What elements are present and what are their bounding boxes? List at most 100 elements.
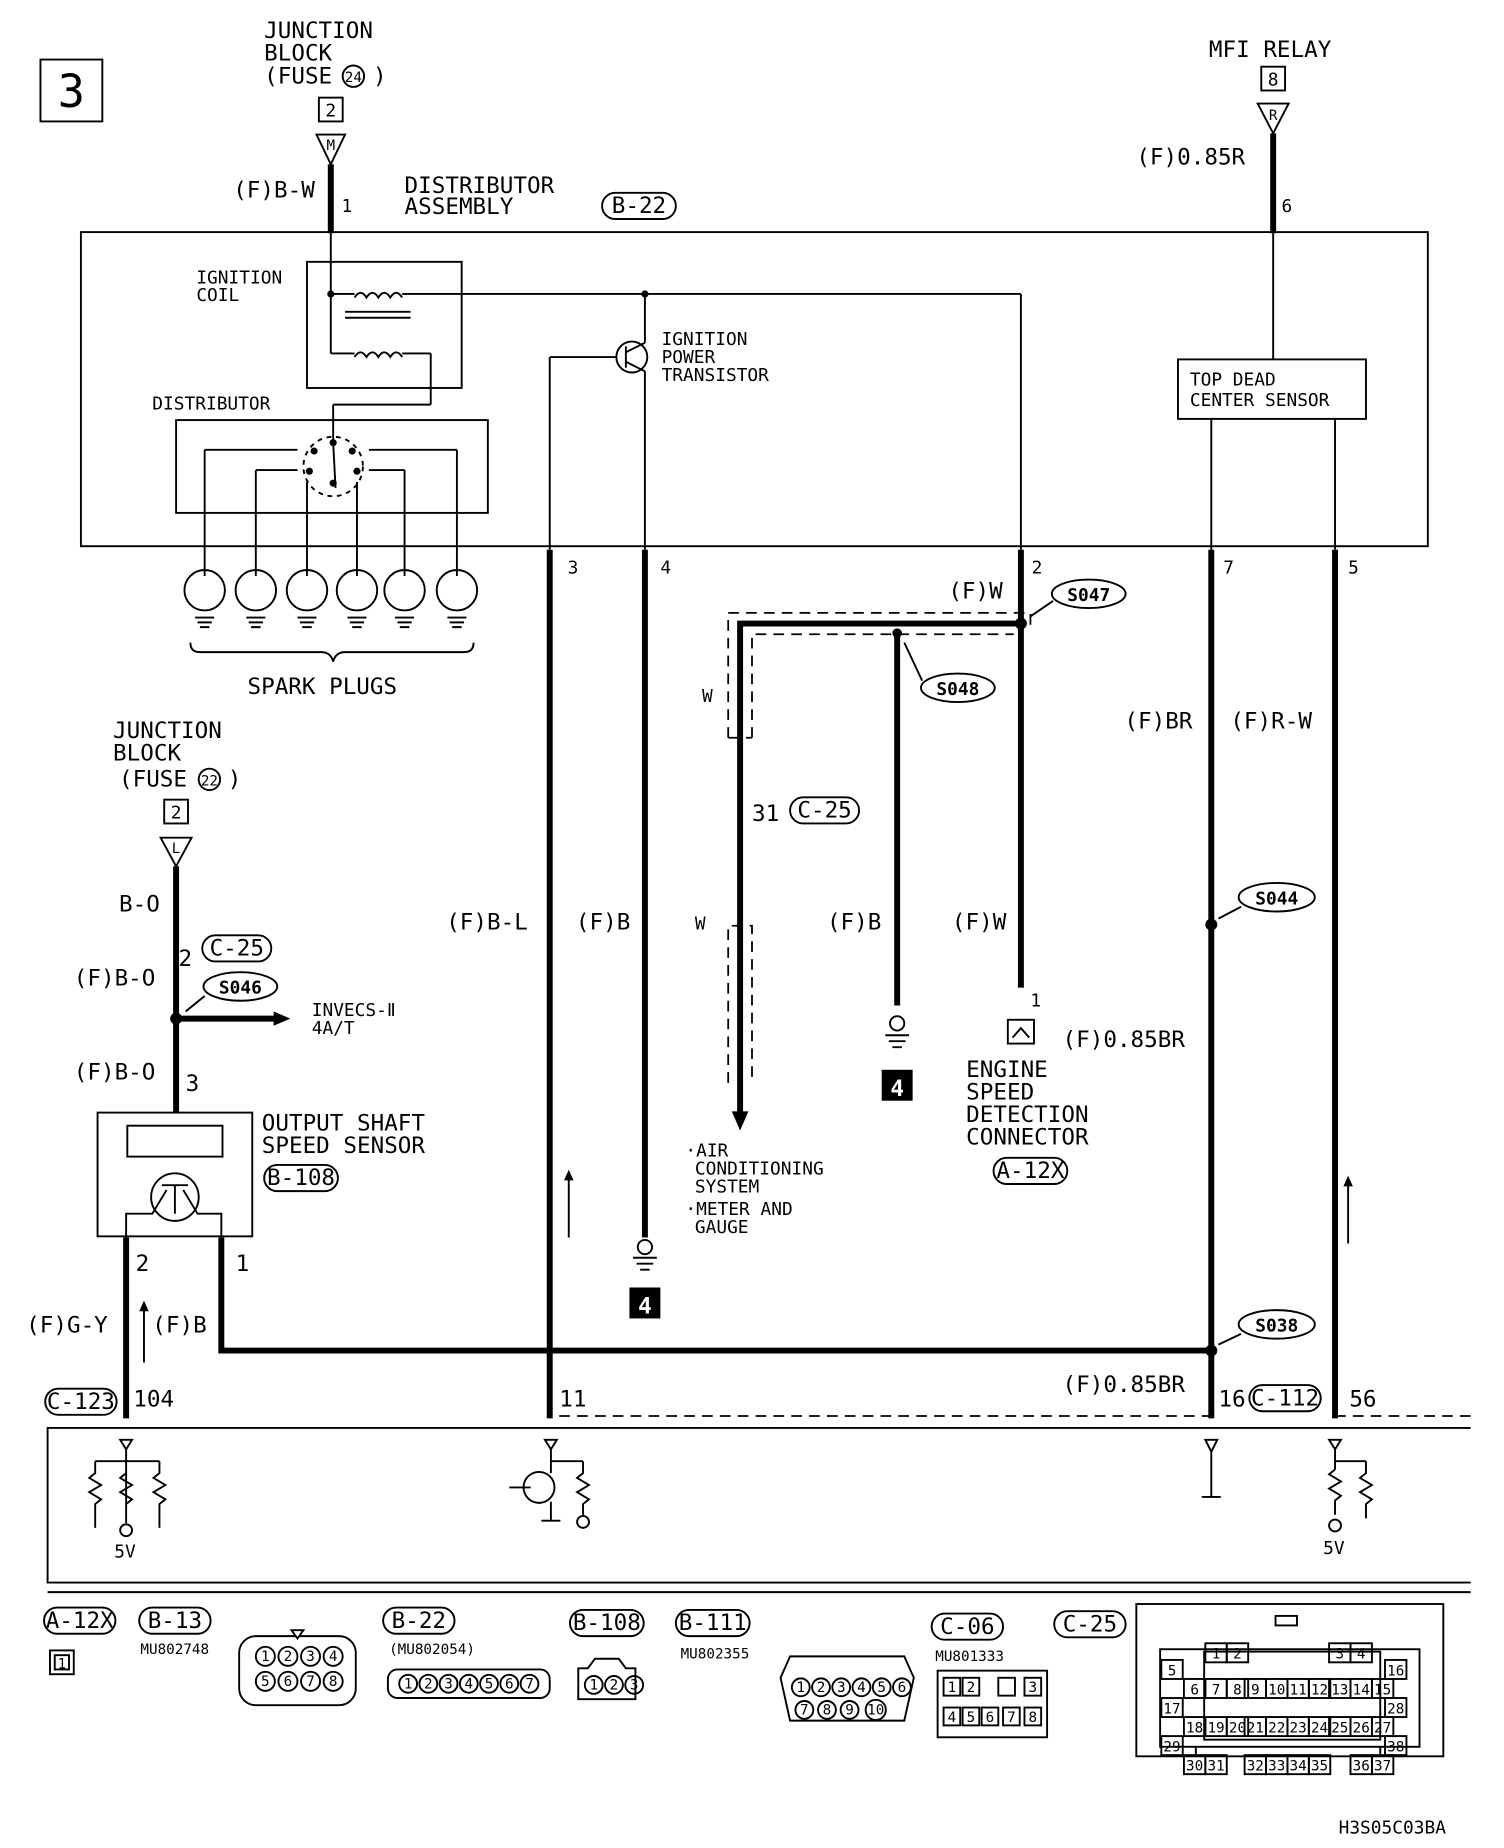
c06-pin: 3 — [1029, 1680, 1038, 1696]
legend-a12x-label: A-12X — [46, 1608, 114, 1634]
legend-c06-label: C-06 — [940, 1614, 994, 1640]
conn-b108-ref: B-108 — [267, 1165, 335, 1191]
c25-pin: 22 — [1268, 1721, 1285, 1737]
label-fgy: (F)G-Y — [26, 1313, 108, 1339]
c25-pin: 15 — [1374, 1682, 1391, 1698]
b111-pin: 6 — [898, 1680, 907, 1696]
b13-pin: 7 — [306, 1674, 315, 1690]
legend-b111-label: B-111 — [679, 1610, 747, 1636]
b13-pin: 1 — [261, 1649, 270, 1665]
conn-c123-ref: C-123 — [47, 1389, 115, 1415]
c06-pin: 8 — [1029, 1710, 1038, 1726]
label-fbw-top: (F)B-W — [233, 178, 315, 204]
drawing-code: H3S05C03BA — [1339, 1818, 1447, 1839]
c25-pin: 6 — [1190, 1682, 1199, 1698]
c25-pin: 31 — [1207, 1759, 1224, 1775]
b13-pin: 8 — [329, 1674, 338, 1690]
label-fw-mid: (F)W — [952, 909, 1007, 935]
ground-left: 4 — [629, 1238, 661, 1320]
ac-line5: GAUGE — [695, 1217, 749, 1238]
c25-pin: 10 — [1268, 1682, 1285, 1698]
pin-7: 7 — [1223, 558, 1234, 579]
b108-pin: 3 — [630, 1678, 639, 1694]
ecm-5v-right: 5V — [1323, 1538, 1345, 1559]
splice-s038: S038 — [1218, 1309, 1316, 1346]
ground-ref-2: 4 — [638, 1294, 652, 1320]
c25-pin: 25 — [1331, 1721, 1348, 1737]
b13-pin: 3 — [306, 1649, 315, 1665]
legend-c25-label: C-25 — [1063, 1611, 1117, 1637]
spark-plugs-label: SPARK PLUGS — [247, 674, 397, 700]
fuse-22-number: 22 — [201, 773, 218, 789]
jb22-line2: BLOCK — [113, 740, 181, 766]
c25-pin: 38 — [1387, 1740, 1404, 1756]
c25-pin: 16 — [1387, 1663, 1404, 1679]
label-fbr: (F)BR — [1124, 708, 1192, 734]
c25-pin: 28 — [1387, 1701, 1404, 1717]
c25-pin: 29 — [1163, 1740, 1180, 1756]
fuse-24-number: 24 — [345, 70, 362, 86]
pin-2-c25: 2 — [178, 946, 192, 972]
s046-text: S046 — [219, 978, 262, 999]
b111-pin: 1 — [796, 1680, 805, 1696]
b22-pin: 6 — [505, 1676, 514, 1692]
ipt-line1: IGNITION — [662, 329, 748, 350]
b111-pin: 9 — [845, 1703, 854, 1719]
esd-line4: CONNECTOR — [966, 1125, 1089, 1151]
c25-pin: 14 — [1353, 1682, 1370, 1698]
c25-pin: 18 — [1186, 1721, 1203, 1737]
pin-5: 5 — [1348, 558, 1359, 579]
c25-pin: 11 — [1290, 1682, 1307, 1698]
pin-104: 104 — [133, 1386, 174, 1412]
page-number: 3 — [58, 65, 85, 118]
splice-s047: S047 — [1029, 578, 1127, 618]
c25-pin: 35 — [1311, 1759, 1328, 1775]
pin-4: 4 — [660, 558, 671, 579]
c25-pin: 9 — [1251, 1682, 1260, 1698]
c06-pin: 1 — [948, 1680, 957, 1696]
mfi-relay-tag: R — [1269, 108, 1278, 124]
b13-pin: 6 — [284, 1674, 293, 1690]
c25-pin: 27 — [1374, 1721, 1391, 1737]
c25-pin: 3 — [1336, 1647, 1345, 1663]
label-w-upper: W — [702, 686, 713, 707]
wire-fb-low — [218, 1237, 1212, 1354]
b13-pin: 4 — [329, 1649, 338, 1665]
b111-pin: 3 — [837, 1680, 846, 1696]
junction-block-fuse22: JUNCTION BLOCK (FUSE ) 22 2 L — [113, 718, 241, 869]
c25-pin: 32 — [1247, 1759, 1264, 1775]
c25-pin: 5 — [1168, 1663, 1177, 1679]
output-shaft-speed-sensor: OUTPUT SHAFT SPEED SENSOR B-108 — [96, 1110, 425, 1238]
jb24-line1: JUNCTION — [264, 18, 373, 44]
pin-31: 31 — [752, 801, 779, 827]
invecs-line2: 4A/T — [312, 1018, 355, 1039]
legend-b111-part: MU802355 — [681, 1647, 750, 1663]
label-085r-top: (F)0.85R — [1136, 144, 1245, 170]
jb22-tag: L — [172, 841, 181, 857]
b13-pin: 2 — [284, 1649, 293, 1665]
esd-line1: ENGINE — [966, 1057, 1048, 1083]
s047-text: S047 — [1067, 585, 1110, 606]
c25-pin: 19 — [1207, 1721, 1224, 1737]
legend-b22: B-22 (MU802054) 1 2 3 4 5 6 7 — [382, 1606, 551, 1699]
wire-w-branch — [737, 620, 1021, 1119]
pin-56: 56 — [1349, 1386, 1376, 1412]
c06-pin: 6 — [986, 1710, 995, 1726]
b22-pin: 2 — [424, 1676, 433, 1692]
label-fb-mid: (F)B — [827, 909, 881, 935]
b13-pin: 5 — [261, 1674, 270, 1690]
ignition-coil-line1: IGNITION — [196, 267, 282, 288]
pin-11: 11 — [559, 1386, 586, 1412]
spark-plugs: SPARK PLUGS — [183, 569, 479, 700]
junction-block-fuse24: JUNCTION BLOCK (FUSE ) 24 2 M — [264, 18, 387, 167]
c25-pin: 24 — [1311, 1721, 1328, 1737]
label-bo: B-O — [119, 892, 160, 918]
c25-pin: 21 — [1247, 1721, 1264, 1737]
pin-2-oss: 2 — [136, 1251, 150, 1277]
tdc-line1: TOP DEAD — [1190, 370, 1276, 391]
jb24-pin: 2 — [325, 101, 336, 122]
pin-2-dist: 2 — [1032, 558, 1043, 579]
dist-assy-line1: DISTRIBUTOR — [405, 173, 555, 199]
